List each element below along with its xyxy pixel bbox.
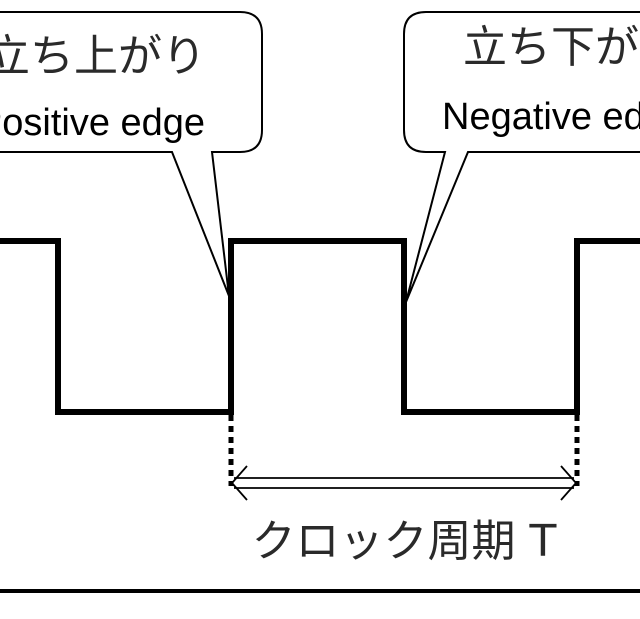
negative-edge-jp-label: 立ち下がり xyxy=(463,22,640,73)
positive-callout-bubble xyxy=(0,11,263,297)
negative-callout-bubble xyxy=(403,11,640,303)
negative-edge-en-label: Negative edge xyxy=(442,96,640,138)
period-arrow xyxy=(230,465,578,501)
positive-edge-en-label: Positive edge xyxy=(0,102,205,144)
positive-edge-jp-label: 立ち上がり xyxy=(0,31,206,82)
negative-edge-callout: 立ち下がり Negative edge xyxy=(403,11,640,303)
positive-edge-callout: 立ち上がり Positive edge xyxy=(0,11,263,297)
clock-waveform xyxy=(0,238,640,415)
clock-period-label: クロック周期 T xyxy=(252,516,557,567)
